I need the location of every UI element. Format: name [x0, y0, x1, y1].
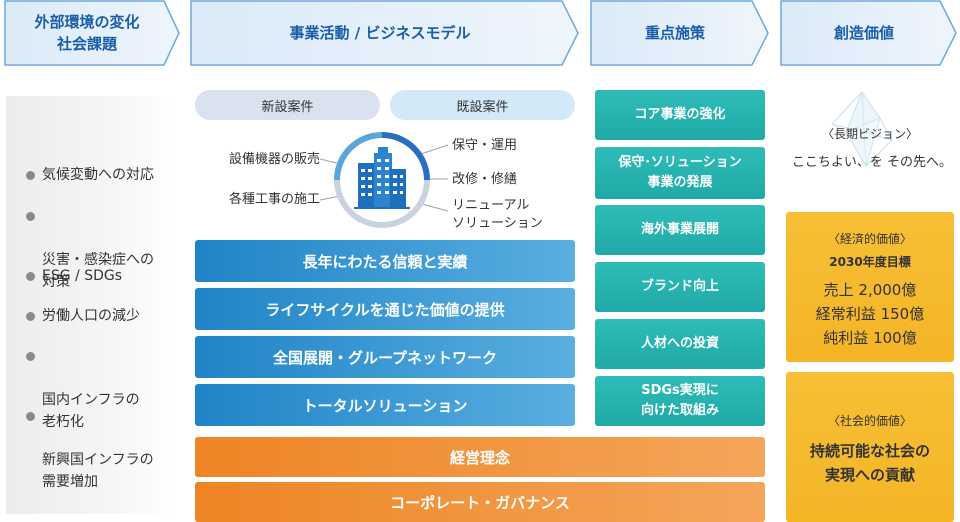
issue-label: 労働人口の減少 [42, 308, 140, 324]
header-label: 事業活動 / ビジネスモデル [289, 24, 471, 42]
issue-item: 新興国インフラの 需要増加 [26, 405, 176, 493]
strength-bar-lifecycle: ライフサイクルを通じた価値の提供 [195, 288, 575, 330]
bullet-icon [26, 352, 35, 361]
strength-bar-total-solution: トータルソリューション [195, 384, 575, 426]
header-label: 外部環境の変化 社会課題 [34, 13, 140, 53]
bullet-icon [26, 171, 35, 180]
vision-crystal-graphic [831, 90, 893, 168]
initiative-maintenance-solution: 保守･ソリューション 事業の発展 [595, 147, 765, 199]
foundation-bar-governance: コーポレート・ガバナンス [195, 482, 765, 522]
header-arrow-shape [190, 0, 579, 66]
initiative-human-capital: 人材への投資 [595, 319, 765, 369]
economic-target: 2030年度目標 [829, 255, 911, 269]
building-icon [354, 147, 410, 209]
issue-item: 気候変動への対応 [26, 164, 176, 186]
initiative-brand: ブランド向上 [595, 262, 765, 312]
economic-value-box: 〈経済的価値〉 2030年度目標 売上 2,000億 経常利益 150億 純利益… [786, 212, 954, 362]
label-renewal-solution: リニューアル ソリューション [452, 198, 543, 231]
existing-cases-pill: 既設案件 [390, 90, 575, 120]
bullet-icon [26, 412, 35, 421]
strength-bar-trust: 長年にわたる信頼と実績 [195, 240, 575, 282]
bullet-icon [26, 312, 35, 321]
header-key-initiatives: 重点施策 [590, 0, 770, 66]
social-issues-panel: 気候変動への対応 災害・感染症への 対策 ESG / SDGs 労働人口の減少 … [6, 96, 174, 514]
cycle-ring-arc [334, 132, 383, 181]
foundation-bar-philosophy: 経営理念 [195, 437, 765, 477]
initiative-core-business: コア事業の強化 [595, 90, 765, 140]
header-external-environment: 外部環境の変化 社会課題 [4, 0, 180, 66]
issue-item: 労働人口の減少 [26, 305, 176, 327]
issue-label: 災害・感染症への 対策 [42, 252, 154, 290]
connector-line [417, 144, 449, 156]
economic-line: 経常利益 150億 [815, 305, 925, 323]
vision-text: ここちよい、を その先へ。 [791, 155, 953, 170]
social-heading: 〈社会的価値〉 [827, 414, 912, 428]
label-equipment-sales: 設備機器の販売 [228, 152, 320, 167]
initiative-overseas: 海外事業展開 [595, 205, 765, 255]
business-cycle-diagram [319, 132, 449, 228]
bullet-icon [26, 212, 35, 221]
issue-label: 気候変動への対応 [42, 167, 154, 183]
header-created-value: 創造価値 [780, 0, 958, 66]
label-maintenance: 保守・運用 [452, 138, 518, 153]
initiative-sdgs: SDGs実現に 向けた取組み [595, 376, 765, 426]
strength-bar-network: 全国展開・グループネットワーク [195, 336, 575, 378]
economic-line: 売上 2,000億 [823, 281, 917, 299]
cycle-ring-arc [381, 132, 430, 181]
header-arrow-shape [590, 0, 769, 66]
header-label: 重点施策 [644, 24, 705, 42]
vision-heading: 〈長期ビジョン〉 [821, 127, 918, 141]
economic-line: 純利益 100億 [823, 329, 917, 347]
issue-label: 国内インフラの 老朽化 [42, 392, 140, 430]
new-cases-pill: 新設案件 [195, 90, 380, 120]
header-arrow-shape [780, 0, 957, 66]
header-label: 創造価値 [833, 24, 894, 42]
header-arrow-shape [4, 0, 180, 66]
header-business-model: 事業活動 / ビジネスモデル [190, 0, 580, 66]
label-construction: 各種工事の施工 [228, 192, 320, 207]
issue-item: ESG / SDGs [26, 265, 176, 287]
label-renovation: 改修・修繕 [452, 172, 518, 187]
issue-item: 国内インフラの 老朽化 [26, 345, 176, 433]
social-text: 持続可能な社会の 実現への貢献 [809, 442, 930, 484]
issue-label: 新興国インフラの 需要増加 [42, 452, 154, 490]
social-value-box: 〈社会的価値〉 持続可能な社会の 実現への貢献 [786, 372, 954, 522]
bullet-icon [26, 272, 35, 281]
issue-label: ESG / SDGs [42, 268, 123, 284]
economic-heading: 〈経済的価値〉 [827, 232, 912, 246]
issue-item: 災害・感染症への 対策 [26, 205, 176, 293]
